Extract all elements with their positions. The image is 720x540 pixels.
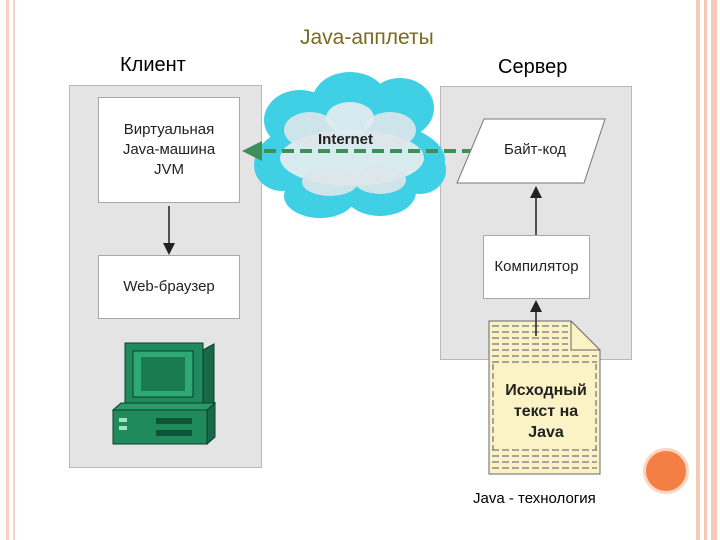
- right-stripe-mid: [704, 0, 707, 540]
- web-browser-box: Web-браузер: [98, 255, 240, 319]
- right-stripe-outer: [711, 0, 717, 540]
- accent-circle: [643, 448, 689, 494]
- bytecode-shape: [456, 118, 606, 184]
- footer-caption: Java - технология: [473, 490, 596, 507]
- server-label: Сервер: [498, 56, 568, 78]
- jvm-box: Виртуальная Java-машина JVM: [98, 97, 240, 203]
- client-label: Клиент: [120, 54, 186, 76]
- internet-arrow: [242, 141, 474, 161]
- bytecode-label: Байт-код: [504, 141, 566, 158]
- source-document-icon: [488, 320, 601, 475]
- source-text-label: Исходный текст на Java: [505, 382, 587, 441]
- right-stripe-inner: [696, 0, 700, 540]
- left-stripe-inner: [13, 0, 15, 540]
- internet-label: Internet: [318, 131, 374, 148]
- slide-title: Java-апплеты: [300, 26, 434, 49]
- computer-icon: [111, 342, 217, 446]
- compiler-box: Компилятор: [483, 235, 590, 299]
- internet-cloud-icon: [254, 72, 446, 218]
- left-stripe-outer: [6, 0, 9, 540]
